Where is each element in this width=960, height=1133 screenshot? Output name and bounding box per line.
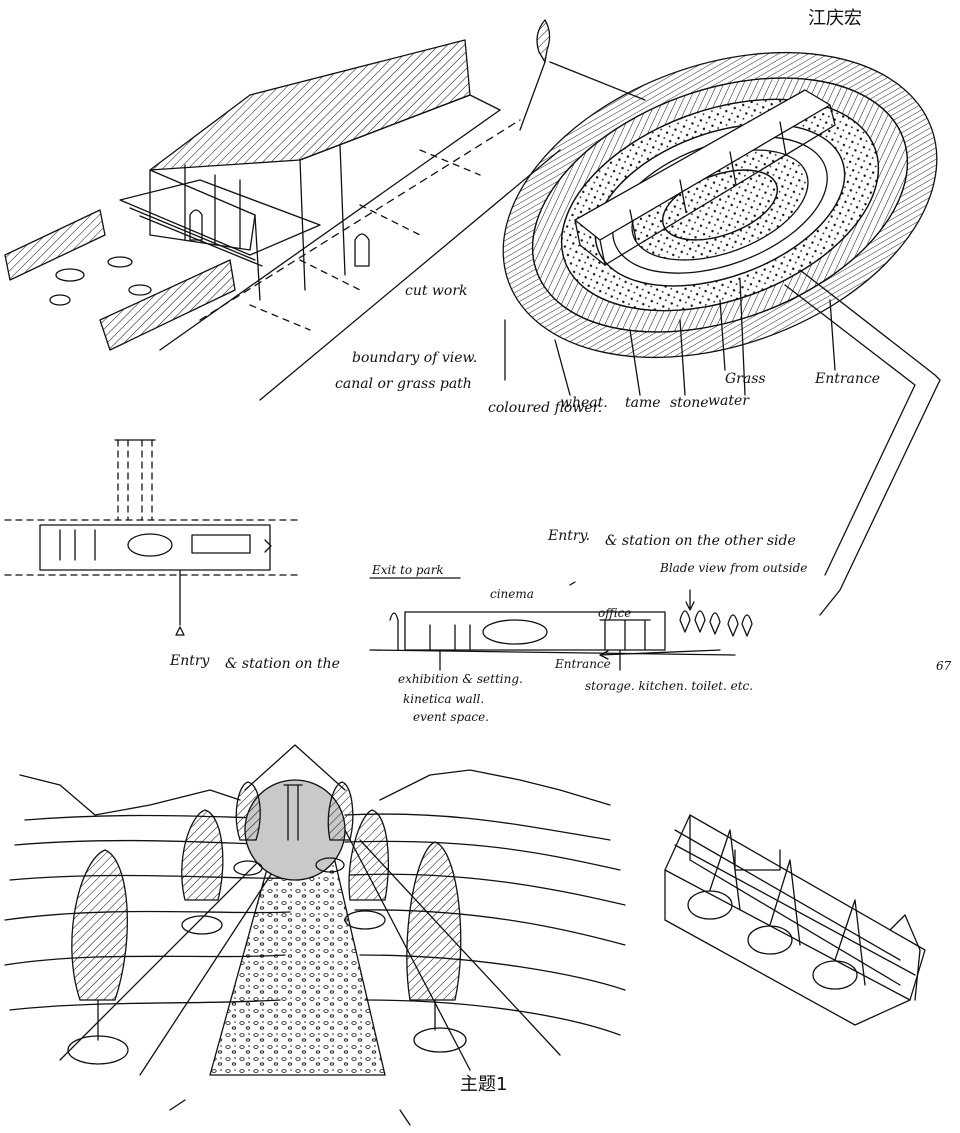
box-sketch bbox=[664, 814, 926, 1026]
section-sketch bbox=[369, 577, 753, 671]
label-cut-work: cut work bbox=[405, 283, 468, 299]
avenue-perspective bbox=[4, 744, 626, 1126]
page-number: 67 bbox=[936, 659, 952, 673]
label-stone: stone bbox=[670, 395, 709, 411]
plan-sketch bbox=[4, 439, 301, 636]
section-entry: Entry. bbox=[547, 528, 590, 544]
section-exit-to-park: Exit to park bbox=[371, 563, 444, 577]
plan-label-station: & station on the bbox=[225, 656, 340, 672]
section-kinetica-wall: kinetica wall. bbox=[403, 692, 484, 706]
section-header-note: & station on the other side bbox=[605, 533, 796, 549]
section-blade-view: Blade view from outside bbox=[659, 561, 807, 575]
label-coloured: coloured flower. bbox=[488, 400, 602, 416]
caption-han: 主题1 bbox=[460, 1074, 507, 1095]
label-wheat: wheat. bbox=[560, 395, 608, 411]
label-grass: Grass bbox=[725, 371, 766, 387]
perspective-sketch bbox=[4, 39, 561, 401]
section-cinema: cinema bbox=[490, 587, 534, 601]
section-event-space: event space. bbox=[413, 710, 489, 724]
section-office: office bbox=[598, 606, 631, 620]
section-storage: storage. kitchen. toilet. etc. bbox=[585, 679, 753, 693]
oval-site-plan bbox=[502, 19, 941, 616]
label-canal-or-grass-path: canal or grass path bbox=[335, 376, 472, 392]
label-entrance: Entrance bbox=[814, 371, 880, 387]
section-exhibition: exhibition & setting. bbox=[398, 672, 523, 686]
label-boundary-of-view: boundary of view. bbox=[352, 350, 477, 366]
label-tame: tame bbox=[625, 395, 661, 411]
plan-label-entry: Entry bbox=[169, 653, 211, 669]
title-han: 江庆宏 bbox=[808, 8, 862, 29]
label-water: water bbox=[708, 393, 750, 409]
section-entrance: Entrance bbox=[554, 657, 611, 671]
